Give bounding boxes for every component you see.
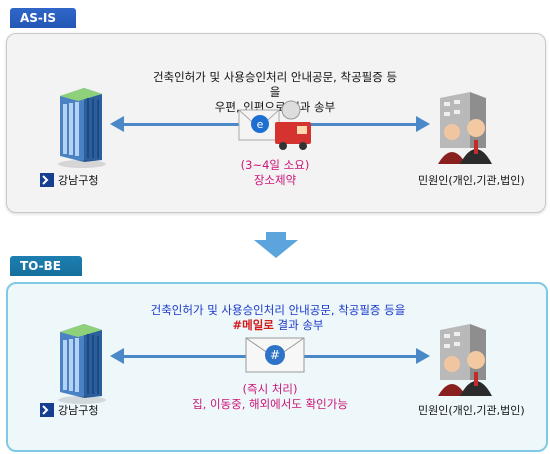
tobe-left-label: 강남구청 bbox=[40, 402, 98, 418]
gangnam-logo-icon bbox=[40, 403, 54, 417]
tobe-benefit: 집, 이동중, 해외에서도 확인가능 bbox=[192, 397, 348, 411]
tobe-tag: TO-BE bbox=[10, 256, 82, 276]
tobe-right-label: 민원인(개인,기관,법인) bbox=[418, 404, 525, 417]
tobe-duration-block: (즉시 처리) 집, 이동중, 해외에서도 확인가능 bbox=[165, 382, 375, 412]
building-icon bbox=[58, 324, 106, 404]
asis-duration-block: (3~4일 소요) 장소제약 bbox=[205, 158, 345, 188]
svg-text:#: # bbox=[270, 348, 280, 362]
tobe-email-highlight: #메일로 bbox=[232, 318, 274, 332]
asis-duration: (3~4일 소요) bbox=[240, 158, 310, 172]
tobe-duration: (즉시 처리) bbox=[242, 382, 298, 396]
tobe-description: 건축인허가 및 사용승인처리 안내공문, 착공필증 등을 #메일로 결과 송부 bbox=[138, 303, 418, 333]
asis-left-label: 강남구청 bbox=[40, 172, 98, 188]
mail-truck-icon: e bbox=[238, 100, 311, 150]
asis-desc-line1: 건축인허가 및 사용승인처리 안내공문, 착공필증 등을 bbox=[152, 70, 398, 99]
email-envelope-icon: # bbox=[245, 337, 305, 373]
building-icon bbox=[58, 88, 106, 168]
down-arrow-icon bbox=[254, 232, 298, 258]
people-icon bbox=[438, 92, 492, 164]
tobe-left-label-text: 강남구청 bbox=[58, 404, 99, 417]
gangnam-logo-icon bbox=[40, 173, 54, 187]
people-icon bbox=[438, 324, 492, 396]
tobe-desc-line2: 결과 송부 bbox=[273, 318, 324, 332]
asis-constraint: 장소제약 bbox=[253, 173, 297, 187]
svg-text:e: e bbox=[257, 118, 264, 131]
asis-right-label: 민원인(개인,기관,법인) bbox=[418, 174, 525, 187]
tobe-desc-line1: 건축인허가 및 사용승인처리 안내공문, 착공필증 등을 bbox=[150, 303, 406, 317]
asis-description: 건축인허가 및 사용승인처리 안내공문, 착공필증 등을 우편, 인편으로 결과… bbox=[150, 70, 400, 115]
asis-left-label-text: 강남구청 bbox=[58, 174, 99, 187]
asis-tag: AS-IS bbox=[10, 8, 76, 28]
